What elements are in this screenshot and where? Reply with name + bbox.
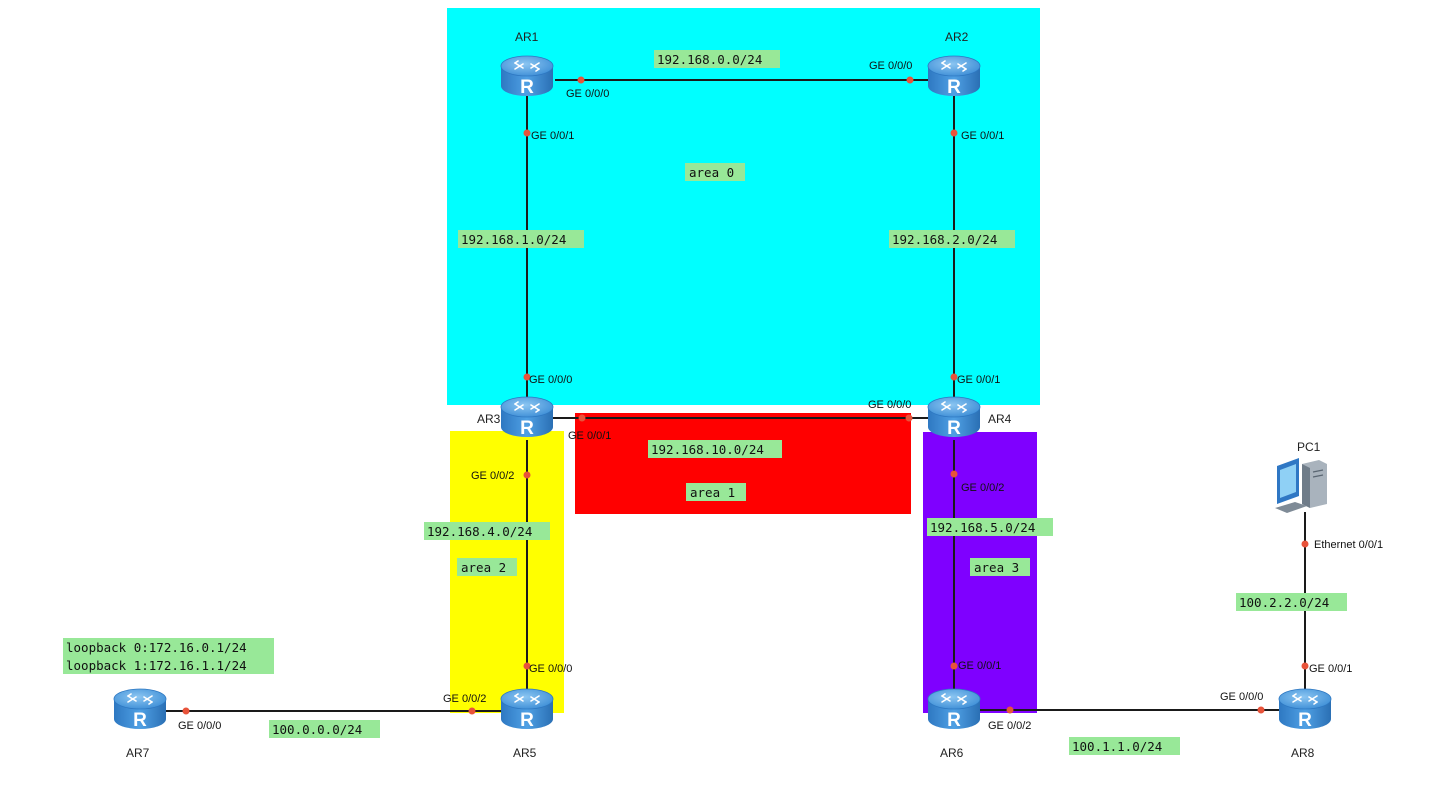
interface-label: GE 0/0/0 [1220, 691, 1263, 703]
port-dot [1301, 662, 1309, 670]
port-dot [950, 129, 958, 137]
router-ar4[interactable] [927, 396, 981, 440]
router-ar3[interactable] [500, 396, 554, 440]
network-tag: 192.168.5.0/24 [927, 518, 1053, 536]
interface-label: GE 0/0/1 [957, 374, 1000, 386]
router-ar2[interactable] [927, 55, 981, 99]
svg-text:100.0.0.0/24: 100.0.0.0/24 [272, 722, 362, 737]
svg-text:loopback 0:172.16.0.1/24: loopback 0:172.16.0.1/24 [66, 640, 247, 655]
port-dot [577, 76, 585, 84]
network-tag: 100.1.1.0/24 [1069, 737, 1180, 755]
device-label-ar3: AR3 [477, 412, 501, 426]
interface-label: GE 0/0/0 [566, 88, 609, 100]
router-ar7[interactable] [113, 688, 167, 732]
router-ar1[interactable] [500, 55, 554, 99]
port-dot [523, 373, 531, 381]
interface-label: GE 0/0/2 [961, 482, 1004, 494]
svg-text:192.168.4.0/24: 192.168.4.0/24 [427, 524, 532, 539]
port-dot [1006, 706, 1014, 714]
pc-pc1[interactable] [1275, 458, 1327, 513]
svg-text:192.168.1.0/24: 192.168.1.0/24 [461, 232, 566, 247]
area-tag: area 3 [970, 558, 1030, 576]
svg-text:area 3: area 3 [974, 560, 1019, 575]
interface-label: GE 0/0/2 [988, 720, 1031, 732]
interface-label: GE 0/0/0 [529, 663, 572, 675]
interface-label: GE 0/0/1 [961, 130, 1004, 142]
router-icon [927, 688, 981, 732]
interface-label: GE 0/0/2 [443, 693, 486, 705]
network-tag: 192.168.1.0/24 [458, 230, 584, 248]
interface-label: GE 0/0/2 [471, 470, 514, 482]
svg-text:192.168.2.0/24: 192.168.2.0/24 [892, 232, 997, 247]
device-label-ar8: AR8 [1291, 746, 1315, 760]
svg-text:area 0: area 0 [689, 165, 734, 180]
pc-icon [1275, 458, 1327, 513]
port-dot [950, 373, 958, 381]
router-ar8[interactable] [1278, 688, 1332, 732]
loopback-tag: loopback 0:172.16.0.1/24 [63, 638, 274, 656]
port-dot [523, 129, 531, 137]
port-dot [523, 471, 531, 479]
svg-text:loopback 1:172.16.1.1/24: loopback 1:172.16.1.1/24 [66, 658, 247, 673]
svg-text:192.168.0.0/24: 192.168.0.0/24 [657, 52, 762, 67]
device-label-ar7: AR7 [126, 746, 150, 760]
interface-label: GE 0/0/1 [568, 430, 611, 442]
area-tag: area 0 [685, 163, 745, 181]
network-tag: 192.168.4.0/24 [424, 522, 550, 540]
network-tag: 192.168.10.0/24 [648, 440, 782, 458]
device-label-ar4: AR4 [988, 412, 1012, 426]
router-ar6[interactable] [927, 688, 981, 732]
router-icon [927, 55, 981, 99]
port-dot [906, 76, 914, 84]
network-tag: 100.0.0.0/24 [269, 720, 380, 738]
router-ar5[interactable] [500, 688, 554, 732]
device-label-ar5: AR5 [513, 746, 537, 760]
svg-text:100.1.1.0/24: 100.1.1.0/24 [1072, 739, 1162, 754]
network-tag: 192.168.2.0/24 [889, 230, 1015, 248]
svg-text:area 2: area 2 [461, 560, 506, 575]
device-label-pc1: PC1 [1297, 440, 1321, 454]
interface-label: GE 0/0/1 [958, 660, 1001, 672]
port-dot [1257, 706, 1265, 714]
router-icon [500, 688, 554, 732]
svg-text:100.2.2.0/24: 100.2.2.0/24 [1239, 595, 1329, 610]
interface-label: GE 0/0/1 [531, 130, 574, 142]
loopback-tag: loopback 1:172.16.1.1/24 [63, 656, 274, 674]
network-tag: 100.2.2.0/24 [1236, 593, 1347, 611]
port-dot [950, 662, 958, 670]
svg-text:area 1: area 1 [690, 485, 735, 500]
router-icon [500, 55, 554, 99]
interface-label: GE 0/0/1 [1309, 663, 1352, 675]
interface-label: GE 0/0/0 [869, 60, 912, 72]
area-tag: area 1 [686, 483, 746, 501]
device-label-ar2: AR2 [945, 30, 969, 44]
router-icon [113, 688, 167, 732]
port-dot [182, 707, 190, 715]
interface-label: GE 0/0/0 [868, 399, 911, 411]
device-label-ar6: AR6 [940, 746, 964, 760]
router-icon [1278, 688, 1332, 732]
port-dot [1301, 540, 1309, 548]
device-label-ar1: AR1 [515, 30, 539, 44]
port-dot [905, 414, 913, 422]
port-dot [578, 414, 586, 422]
interface-label: GE 0/0/0 [178, 720, 221, 732]
port-dot [950, 470, 958, 478]
port-dot [523, 662, 531, 670]
interface-label: GE 0/0/0 [529, 374, 572, 386]
router-icon [927, 396, 981, 440]
svg-text:192.168.10.0/24: 192.168.10.0/24 [651, 442, 764, 457]
network-tag: 192.168.0.0/24 [654, 50, 780, 68]
svg-text:192.168.5.0/24: 192.168.5.0/24 [930, 520, 1035, 535]
port-dot [468, 707, 476, 715]
router-icon [500, 396, 554, 440]
area-tag: area 2 [457, 558, 517, 576]
interface-label: Ethernet 0/0/1 [1314, 539, 1383, 551]
